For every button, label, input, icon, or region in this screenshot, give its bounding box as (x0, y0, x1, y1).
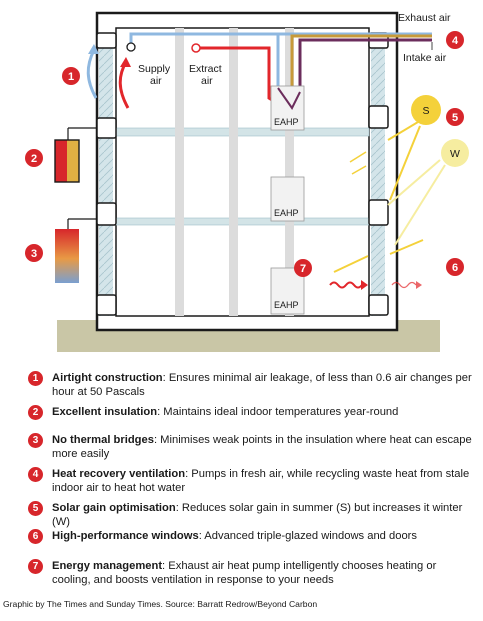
right-wall-glazing (371, 48, 385, 316)
legend-text: Solar gain optimisation: Reduces solar g… (52, 501, 472, 529)
sun-ray (394, 164, 446, 246)
stud (285, 28, 294, 316)
heat-wave-light (391, 281, 417, 289)
legend-number: 2 (28, 405, 43, 420)
legend-description: : Reduces solar gain in summer (S) but i… (52, 502, 463, 528)
heat-wave-red-head (361, 280, 368, 290)
legend-text: No thermal bridges: Minimises weak point… (52, 433, 472, 461)
legend-title: Heat recovery ventilation (52, 468, 186, 480)
supply-pipe (129, 32, 432, 44)
intake-air-label: Intake air (403, 52, 447, 64)
house-diagram: Supply air Extract air Exhaust air Intak… (25, 11, 469, 352)
legend-number: 1 (28, 371, 43, 386)
sun-ray (333, 255, 369, 273)
eahp-pipe-loop (277, 87, 301, 110)
window-frame (96, 32, 117, 49)
sun-ray (351, 165, 367, 175)
marker-4: 4 (446, 31, 464, 49)
marker-6: 6 (446, 258, 464, 276)
legend-description: : Maintains ideal indoor temperatures ye… (157, 406, 399, 418)
window-frame (368, 199, 389, 226)
credit-line: Graphic by The Times and Sunday Times. S… (3, 599, 318, 609)
extract-vent (191, 43, 201, 53)
window-frame (368, 294, 389, 316)
marker-2: 2 (25, 149, 43, 167)
sun-summer-label: S (422, 105, 429, 117)
eahp-label-bottom: EAHP (274, 300, 299, 310)
legend-text: Energy management: Exhaust air heat pump… (52, 559, 472, 587)
marker-5: 5 (446, 108, 464, 126)
sun-summer (411, 95, 441, 125)
stud (229, 28, 238, 316)
window-frame (368, 105, 389, 129)
sun-winter (441, 139, 469, 167)
legend-number: 7 (28, 559, 43, 574)
airflow-arrow-red-head (120, 57, 131, 67)
sun-ray (387, 121, 419, 141)
marker-1: 1 (62, 67, 80, 85)
legend-title: Solar gain optimisation (52, 502, 176, 514)
svg-text:4: 4 (452, 35, 459, 47)
heat-wave-light-head (416, 281, 422, 289)
svg-text:7: 7 (300, 263, 306, 275)
airflow-arrow-blue-head (88, 44, 99, 54)
legend-title: No thermal bridges (52, 434, 154, 446)
extract-air-label-2: air (201, 75, 213, 87)
sun-ray (387, 159, 441, 206)
legend-text: High-performance windows: Advanced tripl… (52, 529, 472, 543)
svg-text:6: 6 (452, 262, 458, 274)
svg-text:1: 1 (68, 71, 74, 83)
legend-title: Energy management (52, 560, 163, 572)
airflow-arrow-blue (86, 49, 98, 99)
intake-pipe (298, 38, 432, 108)
left-wall-glazing (99, 48, 113, 316)
sun-winter-label: W (450, 148, 460, 160)
legend-description: : Minimises weak points in the insulatio… (52, 434, 472, 460)
legend-text: Excellent insulation: Maintains ideal in… (52, 405, 472, 419)
sun-ray (389, 239, 424, 255)
eahp-label-top: EAHP (274, 117, 299, 127)
house-inner-wall (115, 27, 370, 317)
heat-wave-red (329, 281, 363, 289)
marker-7: 7 (294, 259, 312, 277)
floor-upper (115, 127, 370, 137)
supply-air-label-2: air (150, 75, 162, 87)
window-frame (96, 202, 117, 226)
thermal-bridge-block (55, 229, 79, 283)
sun-ray (389, 125, 421, 201)
supply-vent (126, 42, 136, 52)
stud (175, 28, 184, 316)
eahp-unit-mid (270, 176, 305, 222)
extract-air-label: Extract (189, 63, 222, 75)
eahp-unit-top (270, 85, 305, 131)
insulation-outline (54, 139, 80, 183)
legend-title: High-performance windows (52, 530, 199, 542)
legend-description: : Ensures minimal air leakage, of less t… (52, 372, 472, 398)
legend-title: Airtight construction (52, 372, 163, 384)
sun-ray (349, 151, 367, 163)
marker-3: 3 (25, 244, 43, 262)
insulation-red (55, 140, 67, 182)
legend-title: Excellent insulation (52, 406, 158, 418)
legend-description: : Advanced triple-glazed windows and doo… (198, 530, 417, 542)
legend-text: Heat recovery ventilation: Pumps in fres… (52, 467, 472, 495)
window-frame (96, 117, 117, 139)
eahp-label-mid: EAHP (274, 208, 299, 218)
legend-text: Airtight construction: Ensures minimal a… (52, 371, 472, 399)
svg-text:2: 2 (31, 153, 37, 165)
legend-description: : Pumps in fresh air, while recycling wa… (52, 468, 470, 494)
legend-number: 4 (28, 467, 43, 482)
legend-number: 5 (28, 501, 43, 516)
exhaust-air-label: Exhaust air (398, 12, 451, 24)
window-frame (96, 294, 117, 316)
legend-number: 3 (28, 433, 43, 448)
insulation-gold (67, 140, 79, 182)
legend-number: 6 (28, 529, 43, 544)
svg-text:5: 5 (452, 112, 458, 124)
exhaust-pipe (290, 34, 432, 108)
legend-description: : Exhaust air heat pump intelligently ch… (52, 560, 437, 586)
floor-lower (115, 217, 370, 226)
svg-text:3: 3 (31, 248, 37, 260)
supply-air-label: Supply (138, 63, 171, 75)
